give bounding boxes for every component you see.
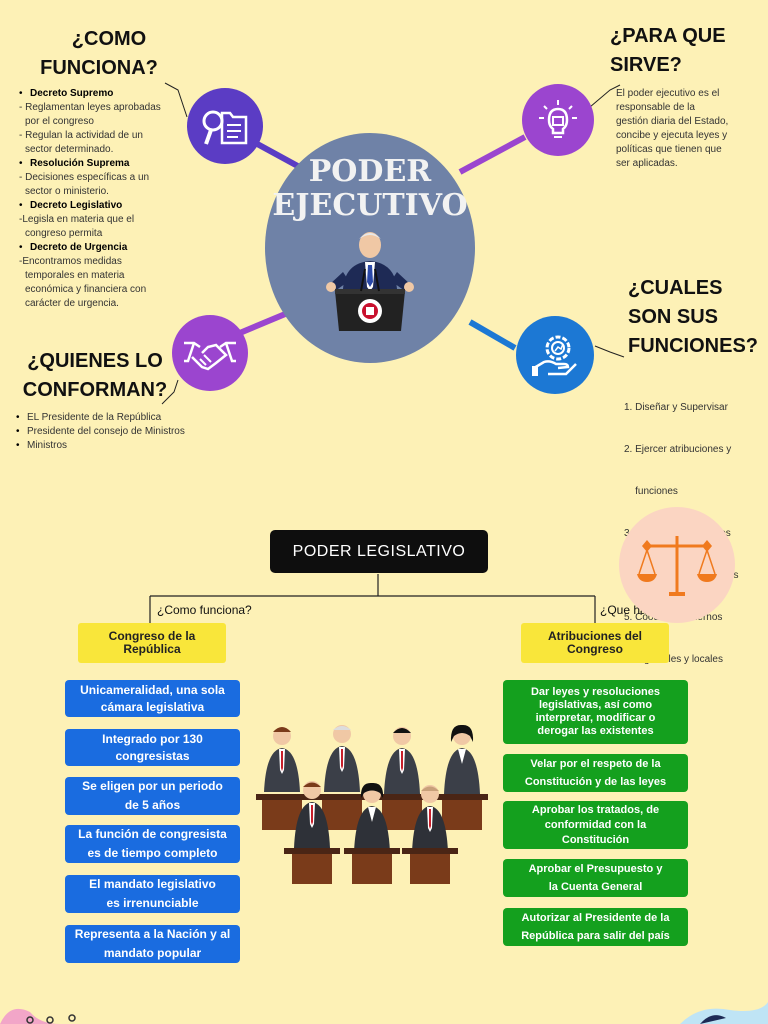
briefcase-lightbulb-icon xyxy=(539,100,577,138)
poder-legislativo-title-box: PODER LEGISLATIVO xyxy=(270,530,488,573)
poder-ejecutivo-title: PODER EJECUTIVO xyxy=(272,154,468,223)
list-item: 2. Ejercer atribuciones y xyxy=(624,444,732,455)
gear-hand-icon xyxy=(532,335,577,376)
handshake-icon xyxy=(184,341,236,371)
list-item: temporales en materia xyxy=(25,270,125,281)
list-item: EL Presidente de la República xyxy=(14,411,214,425)
list-item: sector o ministerio. xyxy=(25,186,109,197)
poder-legislativo-title: PODER LEGISLATIVO xyxy=(292,542,466,560)
scales-icon xyxy=(637,536,717,596)
como-funciona-list: Decreto Supremo - Reglamentan leyes apro… xyxy=(17,87,187,311)
como-funciona-circle xyxy=(187,88,263,164)
atribuciones-congreso-header: Atribuciones del Congreso xyxy=(521,623,669,663)
search-folder-icon xyxy=(202,110,248,145)
quienes-conforman-circle xyxy=(172,315,248,391)
list-item: económica y financiera con xyxy=(25,284,147,295)
list-item: Decreto de Urgencia xyxy=(17,241,187,255)
list-item: - Reglamentan leyes aprobadas xyxy=(19,102,161,113)
list-item: Decreto Supremo xyxy=(17,87,187,101)
quienes-conforman-heading: ¿QUIENES LO CONFORMAN? xyxy=(22,350,168,401)
congress-members-illustration xyxy=(256,724,488,884)
list-item: - Regulan la actividad de un xyxy=(19,130,143,141)
list-item: Resolución Suprema xyxy=(17,157,187,171)
list-item: Presidente del consejo de Ministros xyxy=(14,425,214,439)
list-item: -Legisla en materia que el xyxy=(19,214,135,225)
list-item: -Encontramos medidas xyxy=(19,256,122,267)
list-item: 1. Diseñar y Supervisar xyxy=(624,402,728,413)
president-podium-illustration xyxy=(326,232,414,331)
quienes-conforman-list: EL Presidente de la República Presidente… xyxy=(14,411,214,453)
scales-circle xyxy=(619,507,735,623)
para-que-sirve-circle xyxy=(522,84,594,156)
congreso-republica-header: Congreso de la República xyxy=(78,623,226,663)
legislativo-connectors xyxy=(149,574,596,624)
para-que-sirve-heading: ¿PARA QUE SIRVE? xyxy=(610,25,726,76)
list-item: Decreto Legislativo xyxy=(17,199,187,213)
list-item: carácter de urgencia. xyxy=(25,298,119,309)
list-item: Ministros xyxy=(14,439,214,453)
para-que-sirve-text: El poder ejecutivo es el responsable de … xyxy=(616,88,729,169)
list-item: congreso permita xyxy=(25,228,103,239)
list-item: sector determinado. xyxy=(25,144,114,155)
funciones-circle xyxy=(516,316,594,394)
funciones-heading: ¿CUALES SON SUS FUNCIONES? xyxy=(628,277,758,357)
list-item: funciones xyxy=(624,486,678,497)
list-item: - Decisiones específicas a un xyxy=(19,172,150,183)
como-funciona-heading: ¿COMO FUNCIONA? xyxy=(40,28,158,79)
bottom-decoration xyxy=(0,1002,768,1024)
poder-ejecutivo-circle: PODER EJECUTIVO xyxy=(265,133,475,363)
como-funciona-label: ¿Como funciona? xyxy=(157,603,252,617)
list-item: por el congreso xyxy=(25,116,94,127)
